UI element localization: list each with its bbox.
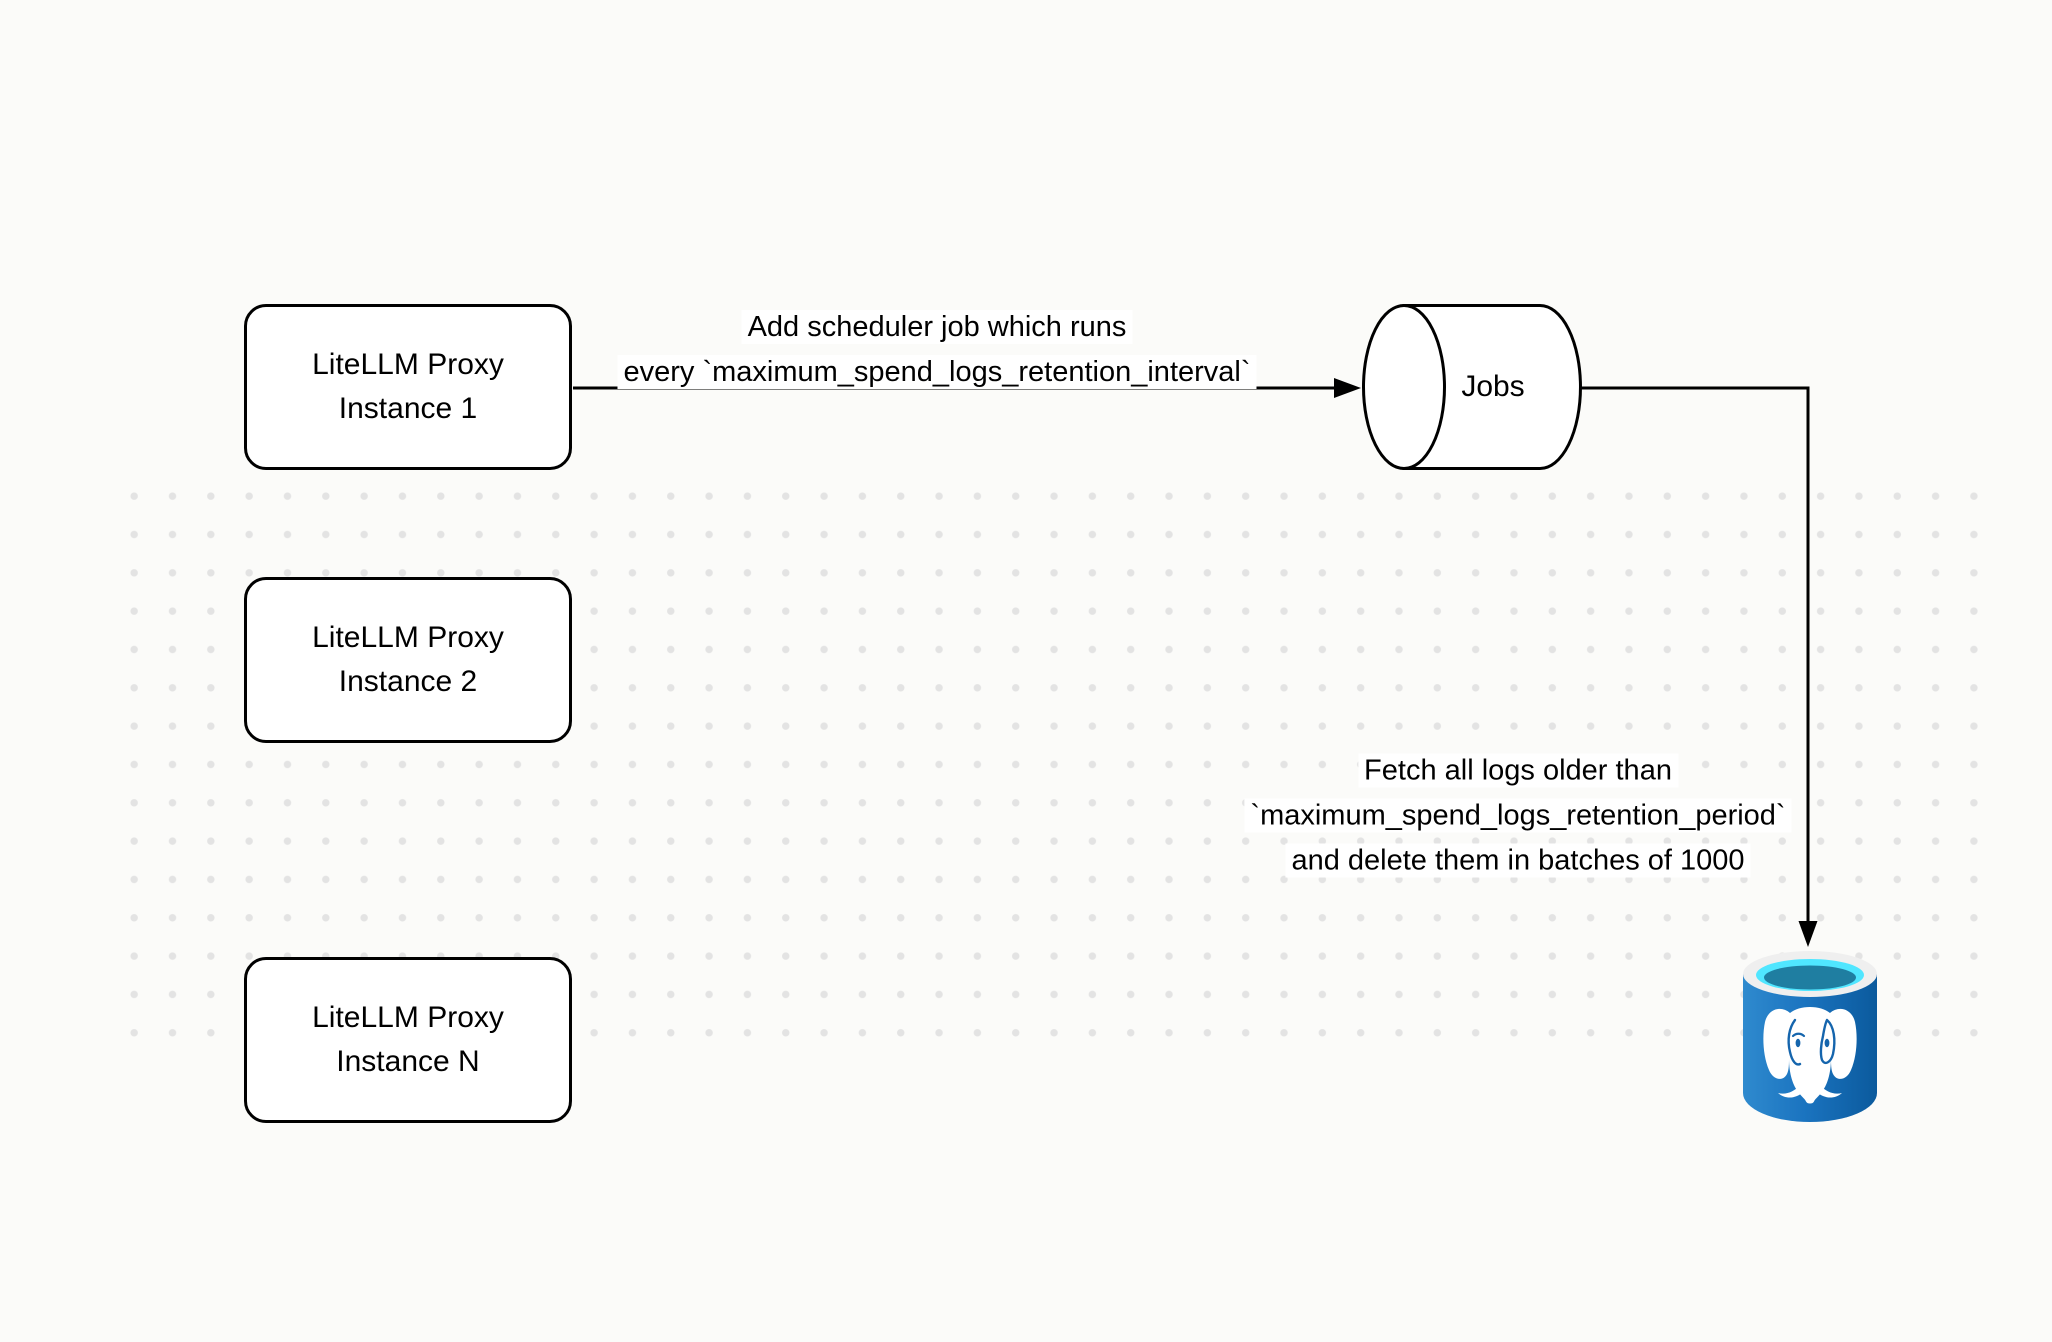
node-label-line: LiteLLM Proxy xyxy=(312,1001,504,1034)
edge-label-line: `maximum_spend_logs_retention_period` xyxy=(1244,794,1792,839)
jobs-cylinder-cap xyxy=(1362,304,1446,470)
fetch-delete-arrow-line xyxy=(1580,386,1810,921)
node-label-line: Instance 2 xyxy=(338,665,478,698)
node-label-line: Instance N xyxy=(336,1045,480,1078)
node-label-line: Instance 1 xyxy=(338,392,478,425)
edge-label-line: and delete them in batches of 1000 xyxy=(1244,839,1791,884)
node-label-line: LiteLLM Proxy xyxy=(312,348,504,381)
edge-label-fetch-delete: Fetch all logs older than `maximum_spend… xyxy=(1244,749,1792,884)
postgres-elephant-icon xyxy=(1763,1007,1857,1104)
edge-label-line: Add scheduler job which runs xyxy=(617,305,1256,350)
fetch-delete-arrow xyxy=(1580,386,1818,947)
scheduler-arrowhead-icon xyxy=(1334,378,1361,398)
fetch-delete-arrowhead-icon xyxy=(1798,921,1818,947)
jobs-queue-cylinder xyxy=(1362,304,1582,470)
jobs-cylinder-body xyxy=(1402,304,1582,470)
node-litellm-proxy-instance-n: LiteLLM Proxy Instance N xyxy=(244,957,572,1123)
edge-label-line: every `maximum_spend_logs_retention_inte… xyxy=(617,350,1257,395)
edge-label-line: Fetch all logs older than xyxy=(1244,749,1791,794)
edge-label-scheduler: Add scheduler job which runs every `maxi… xyxy=(617,305,1257,395)
postgresql-database-icon xyxy=(1743,951,1877,1122)
node-label-line: LiteLLM Proxy xyxy=(312,621,504,654)
postgres-cylinder-liquid xyxy=(1764,965,1856,990)
node-litellm-proxy-instance-1: LiteLLM Proxy Instance 1 xyxy=(244,304,572,470)
jobs-queue-label: Jobs xyxy=(1461,370,1525,403)
node-litellm-proxy-instance-2: LiteLLM Proxy Instance 2 xyxy=(244,577,572,743)
